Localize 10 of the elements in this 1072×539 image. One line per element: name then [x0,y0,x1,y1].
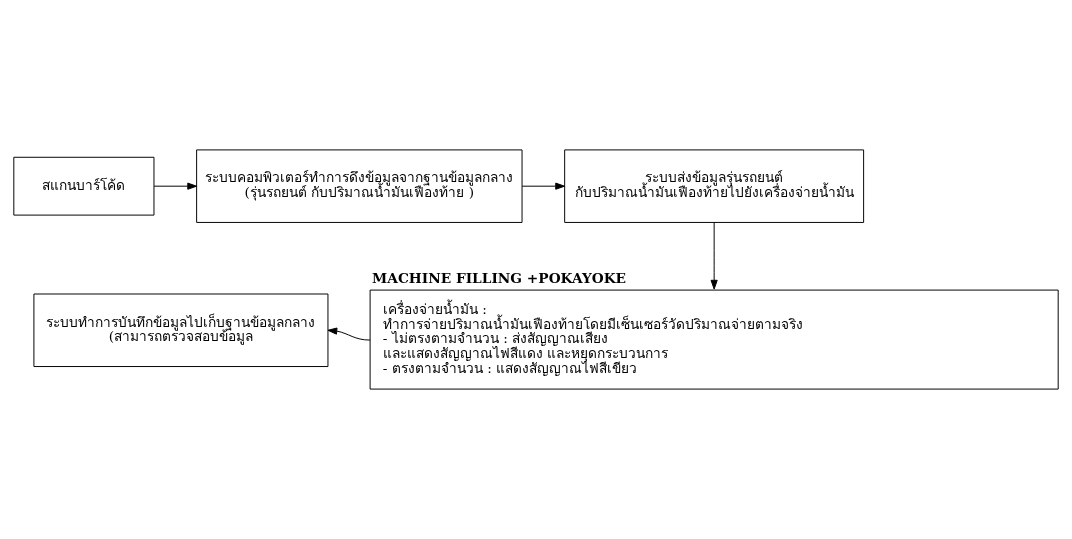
arrow [710,222,718,290]
arrow [153,182,198,190]
arrow [327,327,371,341]
node-box: ระบบทำการบันทึกข้อมูลไปเก็บฐานข้อมูลกลาง (สามารถตรวจสอบข้อมูล [33,293,329,368]
node-box: เครื่องจ่ายน้ำมัน : ทำการจ่ายปริมาณน้ำมันเฟืองท้ายโดยมีเซ็นเซอร์วัดปริมาณจ่ายตามจริง - ไม่ตรงตามจำนวน : ส่งสัญญาณเสียง และแสดงสัญญาณไฟสีแดง และหยุดกระบวนการ - ตรงตามจำนวน : แสดงสัญญาณไฟสีเขียว [369,289,1059,390]
arrow [521,182,566,190]
node-box: ระบบคอมพิวเตอร์ทำการดึงข้อมูลจากฐานข้อมูลกลาง (รุ่นรถยนต์ กับปริมาณน้ำมันเฟืองท้าย ) [196,149,523,223]
node-box: ระบบส่งข้อมูลรุ่นรถยนต์ กับปริมาณน้ำมันเฟืองท้ายไปยังเครื่องจ่ายน้ำมัน [564,149,865,223]
node-box: สแกนบาร์โค้ด [13,156,155,216]
node-label: MACHINE FILLING +POKAYOKE [372,270,627,287]
